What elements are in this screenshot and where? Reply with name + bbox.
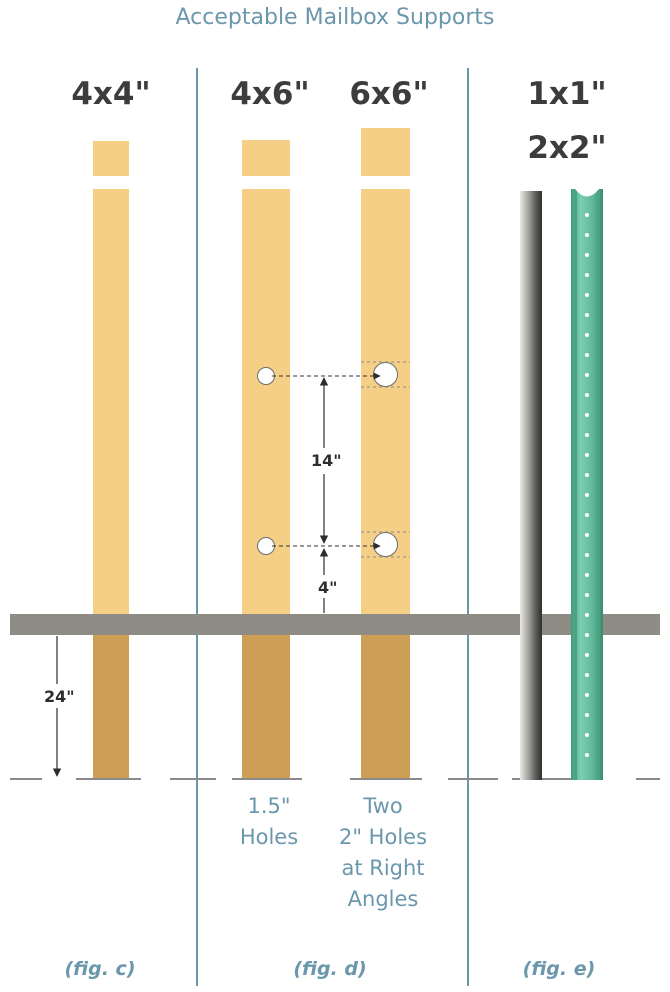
channel-hole bbox=[585, 413, 589, 417]
fig-d-label: (fig. d) bbox=[293, 958, 367, 980]
label-1x1: 1x1" bbox=[527, 76, 607, 112]
depth-line bbox=[170, 778, 216, 780]
caption-line: 2" Holes bbox=[338, 825, 428, 849]
channel-hole bbox=[585, 553, 589, 557]
label-2x2: 2x2" bbox=[527, 130, 607, 166]
channel-hole bbox=[585, 673, 589, 677]
caption-4x6-holes: 1.5" Holes bbox=[204, 791, 334, 853]
post-4x4-top-cap bbox=[93, 141, 129, 176]
round-pipe-post bbox=[520, 191, 542, 780]
depth-line bbox=[448, 778, 498, 780]
channel-hole bbox=[585, 533, 589, 537]
channel-hole bbox=[585, 313, 589, 317]
channel-hole bbox=[585, 373, 589, 377]
depth-line bbox=[512, 778, 602, 780]
post-4x4-above-ground bbox=[93, 189, 129, 615]
channel-hole bbox=[585, 633, 589, 637]
caption-line: 1.5" bbox=[247, 794, 291, 818]
caption-line: Angles bbox=[347, 887, 419, 911]
post-4x6-below-ground bbox=[242, 635, 290, 780]
post-6x6-top-cap bbox=[361, 128, 410, 176]
label-4x6: 4x6" bbox=[230, 76, 310, 112]
channel-hole bbox=[585, 333, 589, 337]
channel-hole bbox=[585, 453, 589, 457]
channel-hole bbox=[585, 493, 589, 497]
caption-line: Holes bbox=[239, 825, 299, 849]
channel-hole bbox=[585, 273, 589, 277]
channel-hole bbox=[585, 693, 589, 697]
post-4x6-top-cap bbox=[242, 140, 290, 176]
caption-6x6-holes: Two 2" Holes at Right Angles bbox=[318, 791, 448, 915]
channel-hole bbox=[585, 253, 589, 257]
channel-hole bbox=[585, 653, 589, 657]
fig-e-label: (fig. e) bbox=[522, 958, 596, 980]
depth-line bbox=[76, 778, 141, 780]
depth-line bbox=[10, 778, 42, 780]
fig-c-label: (fig. c) bbox=[64, 958, 136, 980]
channel-hole bbox=[585, 713, 589, 717]
post-6x6-below-ground bbox=[361, 635, 410, 780]
channel-hole bbox=[585, 513, 589, 517]
channel-hole bbox=[585, 573, 589, 577]
channel-hole bbox=[585, 393, 589, 397]
depth-line bbox=[232, 778, 302, 780]
label-4x4: 4x4" bbox=[71, 76, 151, 112]
channel-hole bbox=[585, 353, 589, 357]
dimension-burial-depth: 24" bbox=[44, 687, 75, 706]
channel-hole bbox=[585, 473, 589, 477]
channel-hole bbox=[585, 293, 589, 297]
ground-level bbox=[10, 614, 660, 635]
u-channel-holes bbox=[585, 213, 589, 757]
channel-hole bbox=[585, 433, 589, 437]
depth-line bbox=[350, 778, 422, 780]
channel-hole bbox=[585, 593, 589, 597]
channel-hole bbox=[585, 213, 589, 217]
divider-left bbox=[196, 68, 198, 986]
label-6x6: 6x6" bbox=[349, 76, 429, 112]
caption-line: at Right bbox=[341, 856, 425, 880]
channel-hole bbox=[585, 233, 589, 237]
post-4x4-below-ground bbox=[93, 635, 129, 780]
depth-line bbox=[636, 778, 660, 780]
channel-hole bbox=[585, 733, 589, 737]
caption-line: Two bbox=[363, 794, 403, 818]
channel-hole bbox=[585, 613, 589, 617]
channel-hole bbox=[585, 753, 589, 757]
divider-right bbox=[467, 68, 469, 986]
dimension-hole-from-ground: 4" bbox=[318, 578, 338, 597]
dimension-hole-spacing: 14" bbox=[311, 451, 342, 470]
diagram-title: Acceptable Mailbox Supports bbox=[175, 5, 495, 30]
